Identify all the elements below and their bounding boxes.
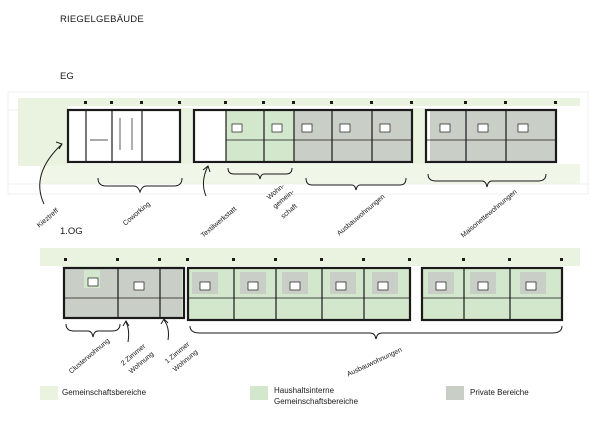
legend-label-haushalt-2: Gemeinschaftsbereiche	[274, 397, 359, 406]
zone-kiez-outdoor	[18, 98, 68, 166]
legend-swatch-gemeinschaft	[40, 386, 58, 400]
zone-arcade-eg	[60, 98, 580, 106]
floor-label-eg: EG	[60, 71, 74, 82]
plan-eg	[7, 91, 590, 205]
zone-arcade-og	[40, 248, 580, 266]
page-title: RIEGELGEBÄUDE	[60, 14, 144, 25]
legend-label-gemeinschaft: Gemeinschaftsbereiche	[62, 388, 147, 397]
legend-label-haushalt-1: Haushaltsinterne	[274, 386, 335, 395]
legend-swatch-haushalt	[250, 386, 268, 400]
zone-wohngemeinschaft	[226, 110, 294, 162]
plan-og	[40, 248, 580, 343]
legend-label-privat: Private Bereiche	[470, 388, 529, 397]
zone-ausbau-eg	[294, 110, 412, 162]
zone-1zimmer	[160, 268, 182, 318]
zone-maisonette	[430, 110, 556, 162]
legend-swatch-privat	[446, 386, 464, 400]
floor-label-og: 1.OG	[60, 226, 83, 237]
zone-2zimmer	[118, 268, 160, 318]
